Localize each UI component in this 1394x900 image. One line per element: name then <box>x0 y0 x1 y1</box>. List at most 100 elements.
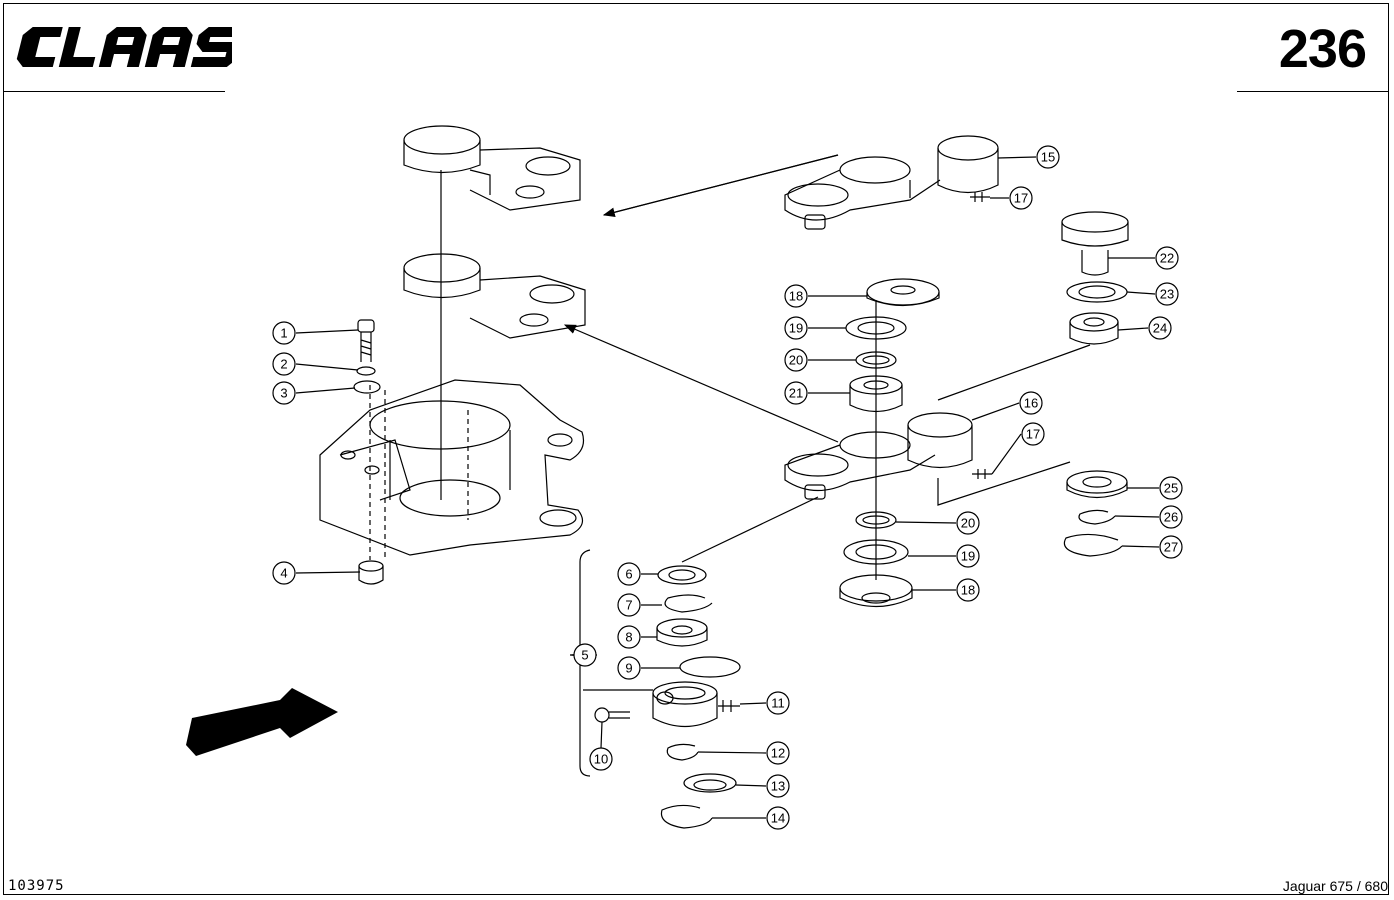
svg-text:16: 16 <box>1024 396 1038 411</box>
svg-text:3: 3 <box>280 386 287 401</box>
callout-12: 12 <box>766 741 790 765</box>
callout-19-upper: 19 <box>784 316 808 340</box>
callout-27: 27 <box>1159 535 1183 559</box>
callout-26: 26 <box>1159 505 1183 529</box>
snap-ring-12 <box>666 743 699 761</box>
bearing-housing <box>319 379 585 560</box>
svg-text:9: 9 <box>625 661 632 676</box>
svg-text:13: 13 <box>771 779 785 794</box>
callout-21: 21 <box>784 381 808 405</box>
svg-text:12: 12 <box>771 746 785 761</box>
svg-text:8: 8 <box>625 630 632 645</box>
callout-20-upper: 20 <box>784 348 808 372</box>
bearing-23 <box>1066 281 1128 303</box>
callout-18-upper: 18 <box>784 284 808 308</box>
washer-18-upper <box>866 278 940 307</box>
callout-15: 15 <box>1036 145 1060 169</box>
callout-7: 7 <box>617 593 641 617</box>
swing-arm-15 <box>784 135 999 230</box>
bearing-25 <box>1066 470 1128 499</box>
bearing-6 <box>657 565 707 585</box>
svg-text:4: 4 <box>280 566 287 581</box>
callout-11: 11 <box>766 691 790 715</box>
svg-text:10: 10 <box>594 752 608 767</box>
svg-text:27: 27 <box>1164 540 1178 555</box>
pin-22 <box>1061 211 1129 276</box>
assembly-arrow-middle <box>563 324 839 443</box>
drawing-number: 103975 <box>8 878 65 894</box>
callout-23: 23 <box>1155 282 1179 306</box>
screw-17-lower <box>972 469 992 479</box>
callout-6: 6 <box>617 562 641 586</box>
swing-arm-16 <box>784 412 973 500</box>
svg-text:21: 21 <box>789 386 803 401</box>
svg-text:7: 7 <box>625 598 632 613</box>
svg-text:5: 5 <box>581 648 588 663</box>
header-rule-left <box>3 91 225 92</box>
svg-text:11: 11 <box>771 696 785 711</box>
washer-13 <box>683 773 737 793</box>
svg-text:18: 18 <box>789 289 803 304</box>
svg-text:17: 17 <box>1014 191 1028 206</box>
svg-text:18: 18 <box>961 583 975 598</box>
callout-9: 9 <box>617 656 641 680</box>
svg-text:14: 14 <box>771 811 785 826</box>
svg-text:19: 19 <box>789 321 803 336</box>
page-number: 236 <box>1278 19 1367 79</box>
svg-text:26: 26 <box>1164 510 1178 525</box>
callout-17-lower: 17 <box>1021 422 1045 446</box>
group-bracket-5 <box>569 549 591 777</box>
svg-text:1: 1 <box>280 326 287 341</box>
bolt-10 <box>594 707 630 723</box>
svg-text:17: 17 <box>1026 427 1040 442</box>
assembly-arrow-upper <box>602 154 839 217</box>
callouts: 1 2 3 4 5 6 7 8 9 10 11 12 13 14 15 16 1… <box>272 145 1183 830</box>
callout-24: 24 <box>1148 316 1172 340</box>
callout-17-upper: 17 <box>1009 186 1033 210</box>
bolt-part <box>357 319 375 362</box>
brand-logo <box>16 27 232 67</box>
snap-ring-7 <box>664 594 713 613</box>
bearing-8 <box>656 618 708 647</box>
spacer-ring-part <box>353 380 381 394</box>
screw-17-upper <box>970 192 990 202</box>
callout-16: 16 <box>1019 391 1043 415</box>
fitting-11 <box>718 700 740 712</box>
model-label: Jaguar 675 / 680 <box>1282 878 1388 894</box>
assembly-line-upper-to-arm <box>937 344 1091 401</box>
callout-22: 22 <box>1155 246 1179 270</box>
callout-10: 10 <box>589 747 613 771</box>
svg-text:19: 19 <box>961 549 975 564</box>
callout-4: 4 <box>272 561 296 585</box>
svg-text:6: 6 <box>625 567 632 582</box>
assembly-line-lower <box>937 461 1071 506</box>
assembly-line-bearing <box>681 496 819 563</box>
callout-20-lower: 20 <box>956 511 980 535</box>
callout-2: 2 <box>272 352 296 376</box>
svg-text:24: 24 <box>1153 321 1167 336</box>
snap-ring-14 <box>660 804 713 829</box>
header-rule-right <box>1237 91 1389 92</box>
callout-1: 1 <box>272 321 296 345</box>
svg-text:23: 23 <box>1160 287 1174 302</box>
callout-13: 13 <box>766 774 790 798</box>
housing-bushing <box>652 681 718 727</box>
middle-swing-arm-outline <box>403 253 586 339</box>
upper-swing-arm-outline <box>403 125 581 211</box>
svg-text:20: 20 <box>961 516 975 531</box>
snap-ring-26 <box>1078 509 1116 525</box>
callout-19-lower: 19 <box>956 544 980 568</box>
callout-14: 14 <box>766 806 790 830</box>
bearing-24 <box>1069 312 1119 345</box>
svg-text:22: 22 <box>1160 251 1174 266</box>
callout-18-lower: 18 <box>956 578 980 602</box>
callout-8: 8 <box>617 625 641 649</box>
page-frame <box>3 3 1389 895</box>
svg-text:25: 25 <box>1164 481 1178 496</box>
washer-part <box>356 366 376 376</box>
callout-3: 3 <box>272 381 296 405</box>
snap-ring-27 <box>1063 533 1123 557</box>
leader-lines <box>295 156 1160 819</box>
callout-25: 25 <box>1159 476 1183 500</box>
